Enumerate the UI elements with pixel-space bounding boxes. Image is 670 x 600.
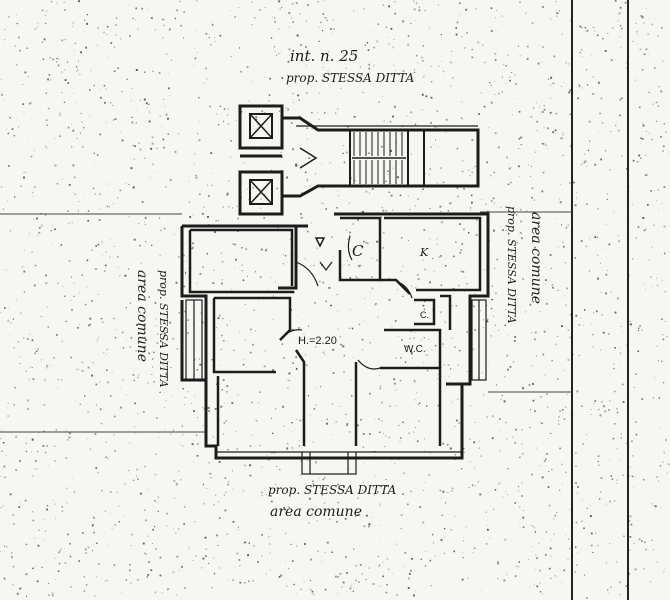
interior-walls bbox=[188, 216, 482, 446]
windows bbox=[185, 299, 487, 475]
closet-label: C bbox=[352, 242, 364, 260]
area-label-bottom: area comune bbox=[270, 504, 362, 520]
owner-label-left: prop. STESSA DITTA bbox=[157, 270, 170, 388]
unit-number-label: int. n. 25 bbox=[290, 47, 358, 65]
area-label-right: area comune bbox=[528, 212, 544, 304]
owner-label-top: prop. STESSA DITTA bbox=[286, 71, 415, 85]
door-swings bbox=[279, 235, 413, 370]
kitchen-mark: K bbox=[419, 246, 429, 259]
elevator-lower bbox=[238, 170, 284, 216]
owner-label-bottom: prop. STESSA DITTA bbox=[268, 483, 397, 497]
small-room-label: C. bbox=[420, 310, 429, 320]
area-label-left: area comune bbox=[134, 270, 150, 362]
wc-label: W.C. bbox=[404, 344, 426, 355]
elevator-upper bbox=[238, 104, 284, 150]
owner-label-right: prop. STESSA DITTA bbox=[505, 206, 518, 324]
ceiling-height-label: H.=2.20 bbox=[298, 335, 337, 347]
stairwell bbox=[282, 116, 480, 198]
entrance-arrow-icon bbox=[314, 237, 326, 248]
